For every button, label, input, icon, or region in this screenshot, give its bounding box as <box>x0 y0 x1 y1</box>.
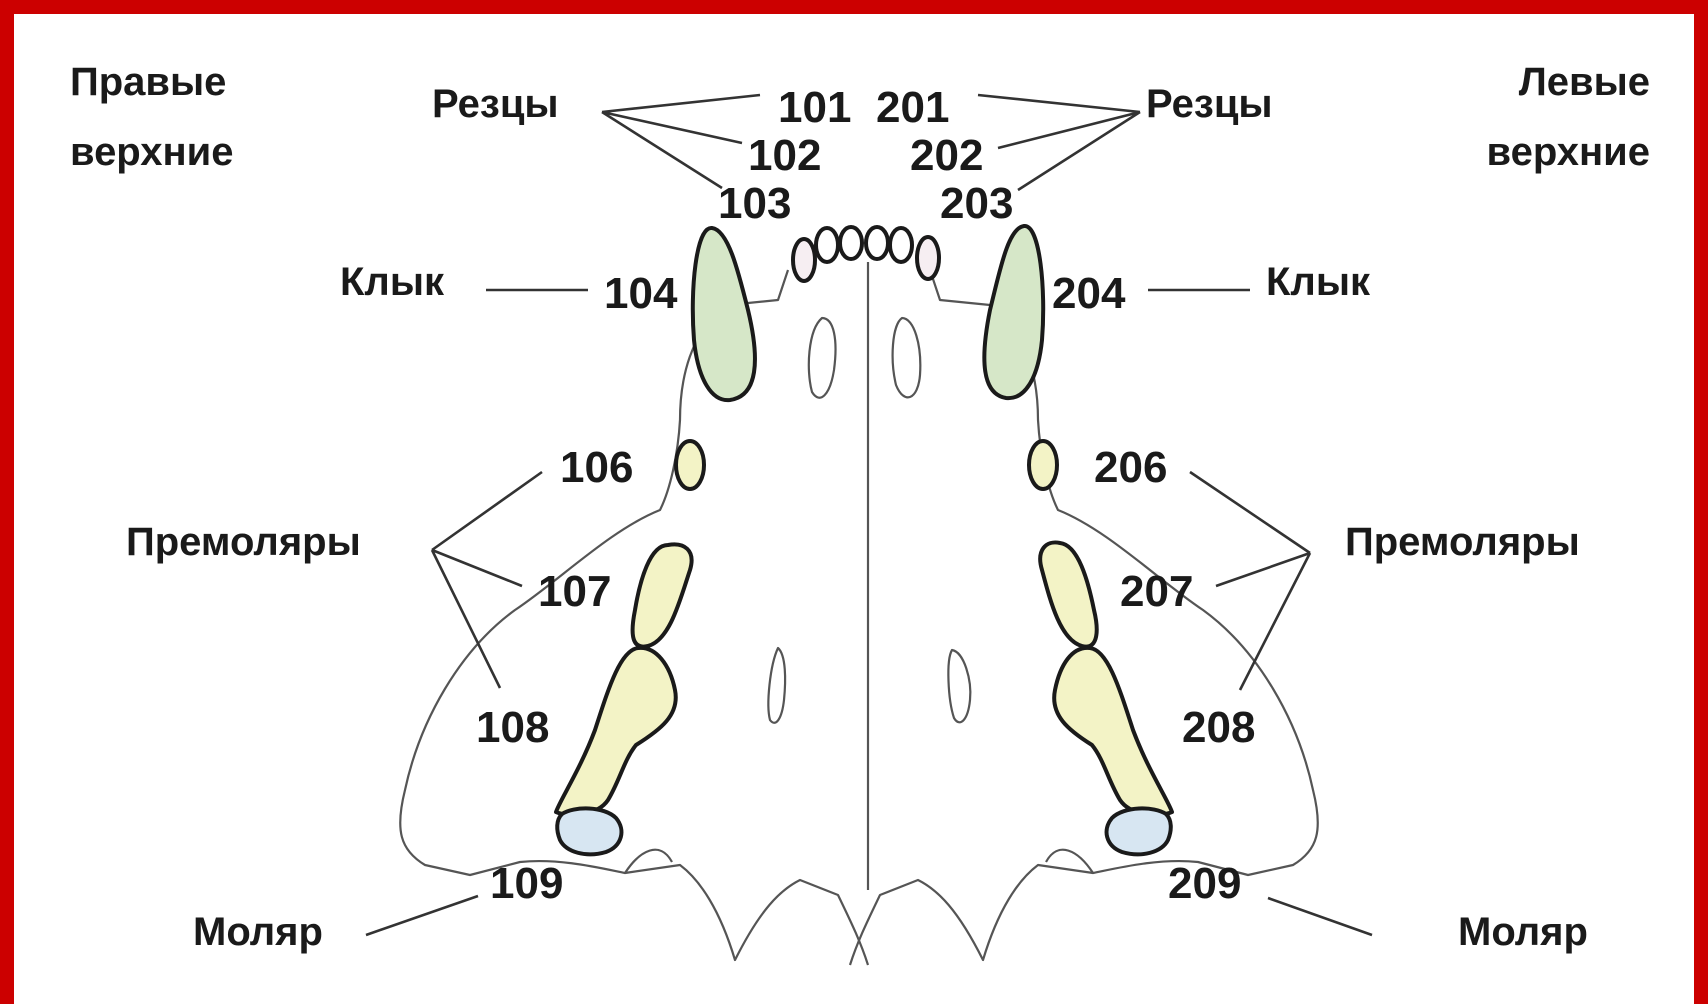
label-right-upper-line1: Правые <box>70 60 226 104</box>
label-molar-left: Моляр <box>1458 910 1588 954</box>
label-premolars-right: Премоляры <box>126 520 361 564</box>
leader-molar-left <box>1268 898 1372 935</box>
canine-204 <box>984 226 1043 398</box>
label-canine-left: Клык <box>1266 260 1371 304</box>
premolar-107 <box>633 544 692 646</box>
tooth-number-206: 206 <box>1094 443 1167 492</box>
premolar-108 <box>556 648 676 815</box>
label-right-upper-line2: верхние <box>70 130 233 174</box>
palatal-foramen-upper-left <box>893 318 921 397</box>
premolar-106 <box>676 441 704 489</box>
label-left-upper-line2: верхние <box>1487 130 1650 174</box>
tooth-number-101: 101 <box>778 83 851 132</box>
leader-premolars-right <box>432 472 542 688</box>
incisor-101 <box>840 227 862 259</box>
leader-incisors-left <box>978 95 1140 190</box>
palatal-foramen-upper-right <box>809 318 836 398</box>
molar-209 <box>1107 808 1171 854</box>
canine-104 <box>693 228 755 400</box>
leader-incisors-right <box>602 95 760 188</box>
tooth-number-203: 203 <box>940 179 1013 228</box>
tooth-number-204: 204 <box>1052 269 1126 318</box>
molar-109 <box>557 808 621 854</box>
label-canine-right: Клык <box>340 260 445 304</box>
label-premolars-left: Премоляры <box>1345 520 1580 564</box>
tooth-number-208: 208 <box>1182 703 1255 752</box>
label-incisors-left: Резцы <box>1146 82 1273 126</box>
teeth <box>556 226 1172 854</box>
incisor-203 <box>917 237 939 279</box>
tooth-number-207: 207 <box>1120 567 1193 616</box>
premolar-206 <box>1029 441 1057 489</box>
incisor-102 <box>816 228 838 262</box>
tooth-number-104: 104 <box>604 269 678 318</box>
premolar-208 <box>1054 648 1172 815</box>
tooth-number-109: 109 <box>490 859 563 908</box>
palatal-foramen-lower-right <box>768 648 785 723</box>
incisor-202 <box>890 228 912 262</box>
tooth-number-106: 106 <box>560 443 633 492</box>
label-incisors-right: Резцы <box>432 82 559 126</box>
tooth-number-107: 107 <box>538 567 611 616</box>
palatal-foramen-lower-left <box>948 650 970 722</box>
leader-molar-right <box>366 896 478 935</box>
labels: Правые верхние Левые верхние Резцы Резцы… <box>70 60 1650 954</box>
incisor-201 <box>866 227 888 259</box>
premolar-207 <box>1040 542 1096 646</box>
label-molar-right: Моляр <box>193 910 323 954</box>
incisor-103 <box>793 239 815 281</box>
tooth-number-202: 202 <box>910 131 983 180</box>
label-left-upper-line1: Левые <box>1519 60 1650 104</box>
tooth-number-103: 103 <box>718 179 791 228</box>
leader-premolars-left <box>1190 472 1310 690</box>
tooth-number-209: 209 <box>1168 859 1241 908</box>
tooth-number-201: 201 <box>876 83 949 132</box>
tooth-number-108: 108 <box>476 703 549 752</box>
tooth-number-102: 102 <box>748 131 821 180</box>
